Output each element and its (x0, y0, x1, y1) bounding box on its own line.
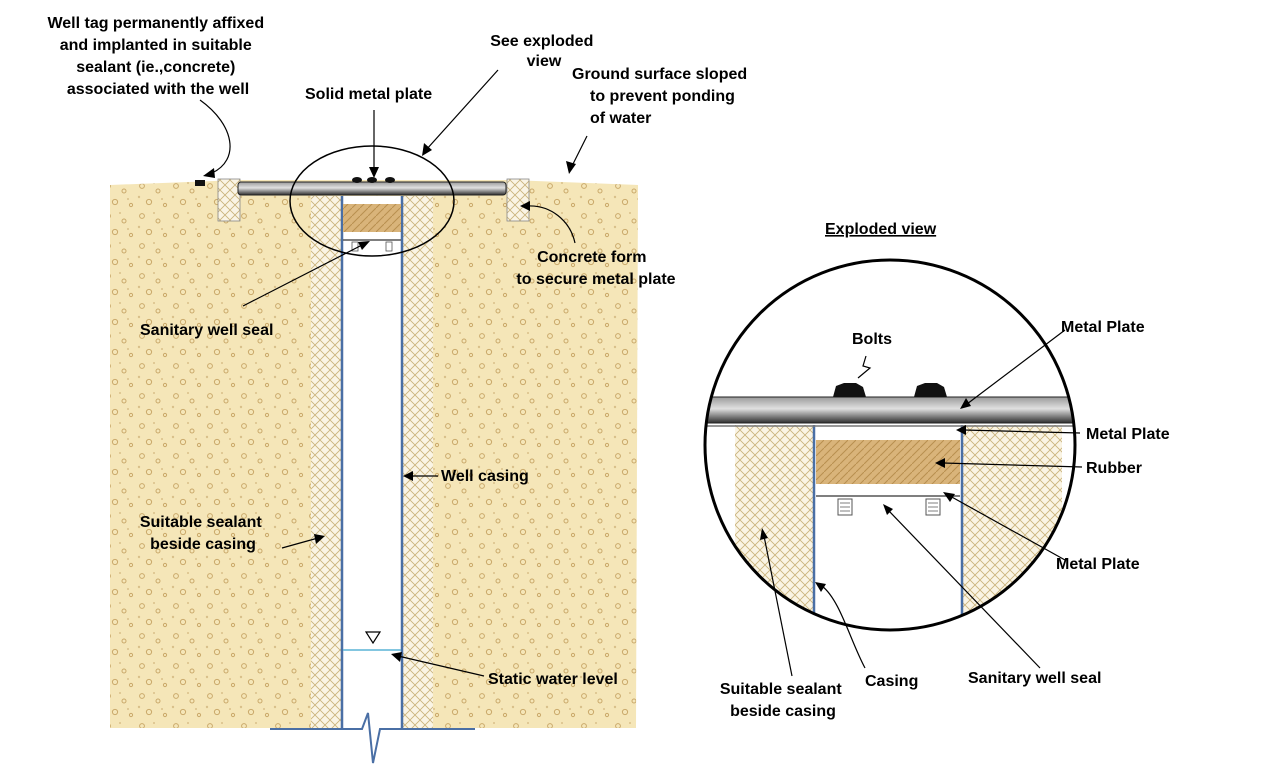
exploded-bolt-right (914, 383, 947, 397)
well-tag-label: Well tag permanently affixed and implant… (47, 15, 268, 98)
casing-interior (342, 196, 402, 728)
exploded-sealant-right (962, 425, 1062, 620)
break-line (270, 712, 475, 764)
main-cross-section (110, 145, 638, 764)
exploded-sealant-label: Suitable sealant beside casing (720, 681, 846, 720)
exploded-view (703, 258, 1077, 632)
water-level-symbol (364, 631, 382, 645)
exploded-sanitary-seal-label: Sanitary well seal (968, 670, 1101, 687)
sealant-column-right (402, 196, 433, 728)
sanitary-seal-label: Sanitary well seal (140, 322, 273, 339)
sealant-label: Suitable sealant beside casing (140, 514, 266, 553)
rubber-label: Rubber (1086, 460, 1142, 477)
plate-bolt (367, 177, 377, 183)
main-leader-lines (199, 69, 588, 677)
seal-bolt-right (385, 241, 393, 252)
solid-metal-plate (237, 181, 507, 196)
exploded-metal-plate (705, 396, 1075, 424)
exploded-circle-outline (703, 258, 1077, 632)
see-exploded-label: See exploded view (490, 33, 598, 70)
exploded-rubber (816, 440, 960, 484)
well-casing-label: Well casing (441, 468, 529, 485)
bolts-label: Bolts (852, 331, 892, 348)
metal-plate-label-low: Metal Plate (1056, 556, 1140, 573)
concrete-form-right (506, 178, 530, 222)
concrete-form-left (217, 178, 241, 222)
exploded-leader-lines (760, 329, 1083, 677)
plate-bolt (385, 177, 395, 183)
ground-surface-label: Ground surface sloped to prevent ponding… (572, 66, 752, 127)
labels: Well tag permanently affixed and implant… (47, 15, 1169, 720)
metal-plate-label-top: Metal Plate (1061, 319, 1145, 336)
metal-plate-label-mid: Metal Plate (1086, 426, 1170, 443)
exploded-view-callout (289, 145, 455, 257)
exploded-view-title: Exploded view (825, 221, 937, 238)
concrete-form-label: Concrete form to secure metal plate (516, 249, 675, 288)
well-tag (195, 180, 205, 186)
exploded-bolt-left (833, 383, 866, 397)
rubber-seal (343, 204, 401, 232)
casing-label: Casing (865, 673, 918, 690)
solid-metal-plate-label: Solid metal plate (305, 86, 432, 103)
sealant-column-left (311, 196, 342, 728)
plate-bolt (352, 177, 362, 183)
static-water-label: Static water level (488, 671, 618, 688)
